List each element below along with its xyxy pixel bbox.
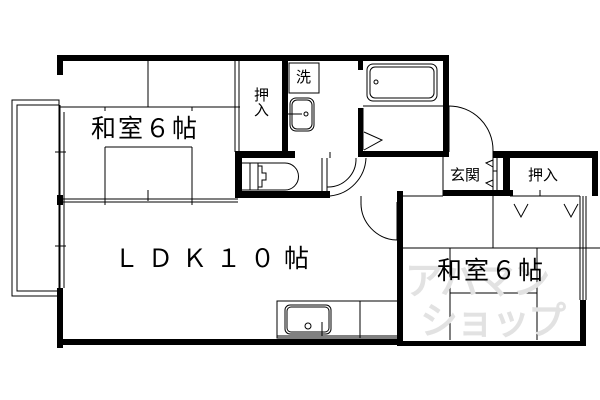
watermark-line2: ショップ bbox=[420, 299, 566, 343]
room-label-genkan: 玄関 bbox=[450, 166, 481, 184]
bathtub-icon bbox=[366, 63, 438, 102]
balcony bbox=[11, 99, 60, 297]
watermark-line1: アパマン bbox=[405, 259, 550, 303]
washing-machine-space bbox=[288, 62, 320, 94]
walls bbox=[57, 55, 598, 348]
room-label-washitsu-top: 和室６帖 bbox=[91, 114, 200, 143]
washbasin-icon bbox=[288, 97, 315, 132]
room-label-sentaku: 洗 bbox=[296, 68, 312, 86]
toilet-icon bbox=[242, 162, 299, 191]
tatami-lines-top bbox=[60, 60, 240, 205]
room-label-oshiire-top: 押入 bbox=[252, 87, 270, 117]
room-label-washitsu-bottom: 和室６帖 bbox=[437, 256, 546, 285]
room-label-oshiire-right: 押入 bbox=[528, 166, 559, 184]
room-label-ldk: ＬＤＫ１０帖 bbox=[114, 244, 319, 273]
kitchen-sink-icon bbox=[284, 304, 332, 336]
